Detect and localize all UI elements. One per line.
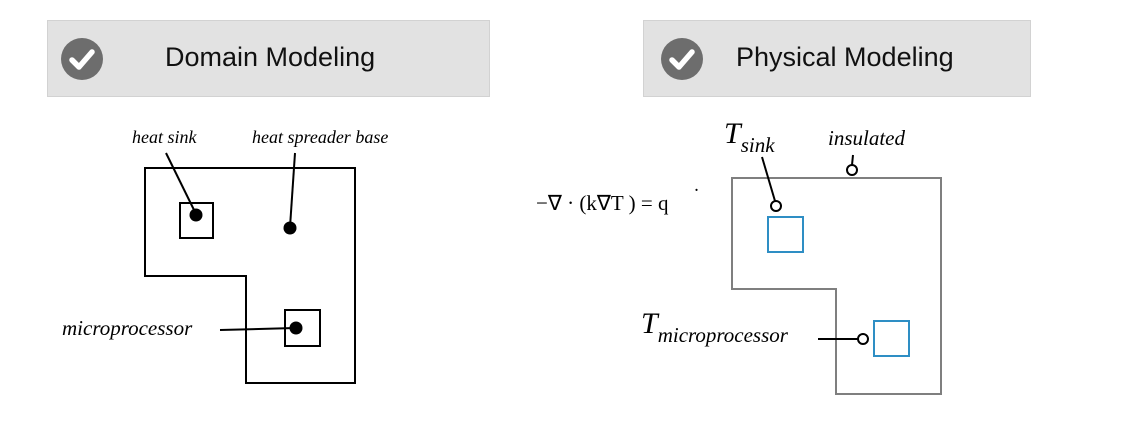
- check-circle-icon: [661, 38, 703, 80]
- sink-boundary-square: [767, 216, 804, 253]
- heat-spreader-dot: [283, 221, 297, 235]
- check-circle-icon: [61, 38, 103, 80]
- heat-sink-label: heat sink: [132, 127, 197, 147]
- t-microprocessor-marker: [857, 333, 869, 345]
- equation-qdot-mark: ˙: [693, 184, 700, 208]
- microprocessor-leader: [219, 327, 296, 331]
- insulated-leader: [851, 154, 854, 166]
- microprocessor-boundary-square: [873, 320, 910, 357]
- physical-modeling-title: Physical Modeling: [736, 42, 954, 72]
- domain-outline: [144, 167, 356, 384]
- microprocessor-dot: [289, 321, 303, 335]
- domain-modeling-header: Domain Modeling: [47, 20, 490, 97]
- microprocessor-label: microprocessor: [62, 316, 193, 340]
- t-sink-label: Tsink: [724, 117, 775, 157]
- insulated-label: insulated: [828, 126, 905, 150]
- domain-diagram: heat sink heat spreader base microproces…: [62, 127, 388, 384]
- heat-spreader-leader: [289, 152, 296, 228]
- t-microprocessor-label: Tmicroprocessor: [641, 307, 789, 347]
- heat-sink-dot: [189, 208, 203, 222]
- heat-spreader-base-label: heat spreader base: [252, 127, 388, 147]
- insulated-marker: [846, 164, 858, 176]
- physical-outline: [731, 177, 942, 395]
- t-sink-leader: [761, 156, 776, 202]
- physical-modeling-header: Physical Modeling: [643, 20, 1031, 97]
- governing-equation: −∇ · (k∇T ) = q: [536, 191, 669, 215]
- t-sink-marker: [770, 200, 782, 212]
- physical-diagram: −∇ · (k∇T ) = q ˙ Tsink insulated Tmicro…: [536, 117, 942, 395]
- domain-modeling-title: Domain Modeling: [165, 42, 376, 72]
- heat-sink-leader: [165, 152, 197, 215]
- heat-sink-square: [179, 202, 214, 239]
